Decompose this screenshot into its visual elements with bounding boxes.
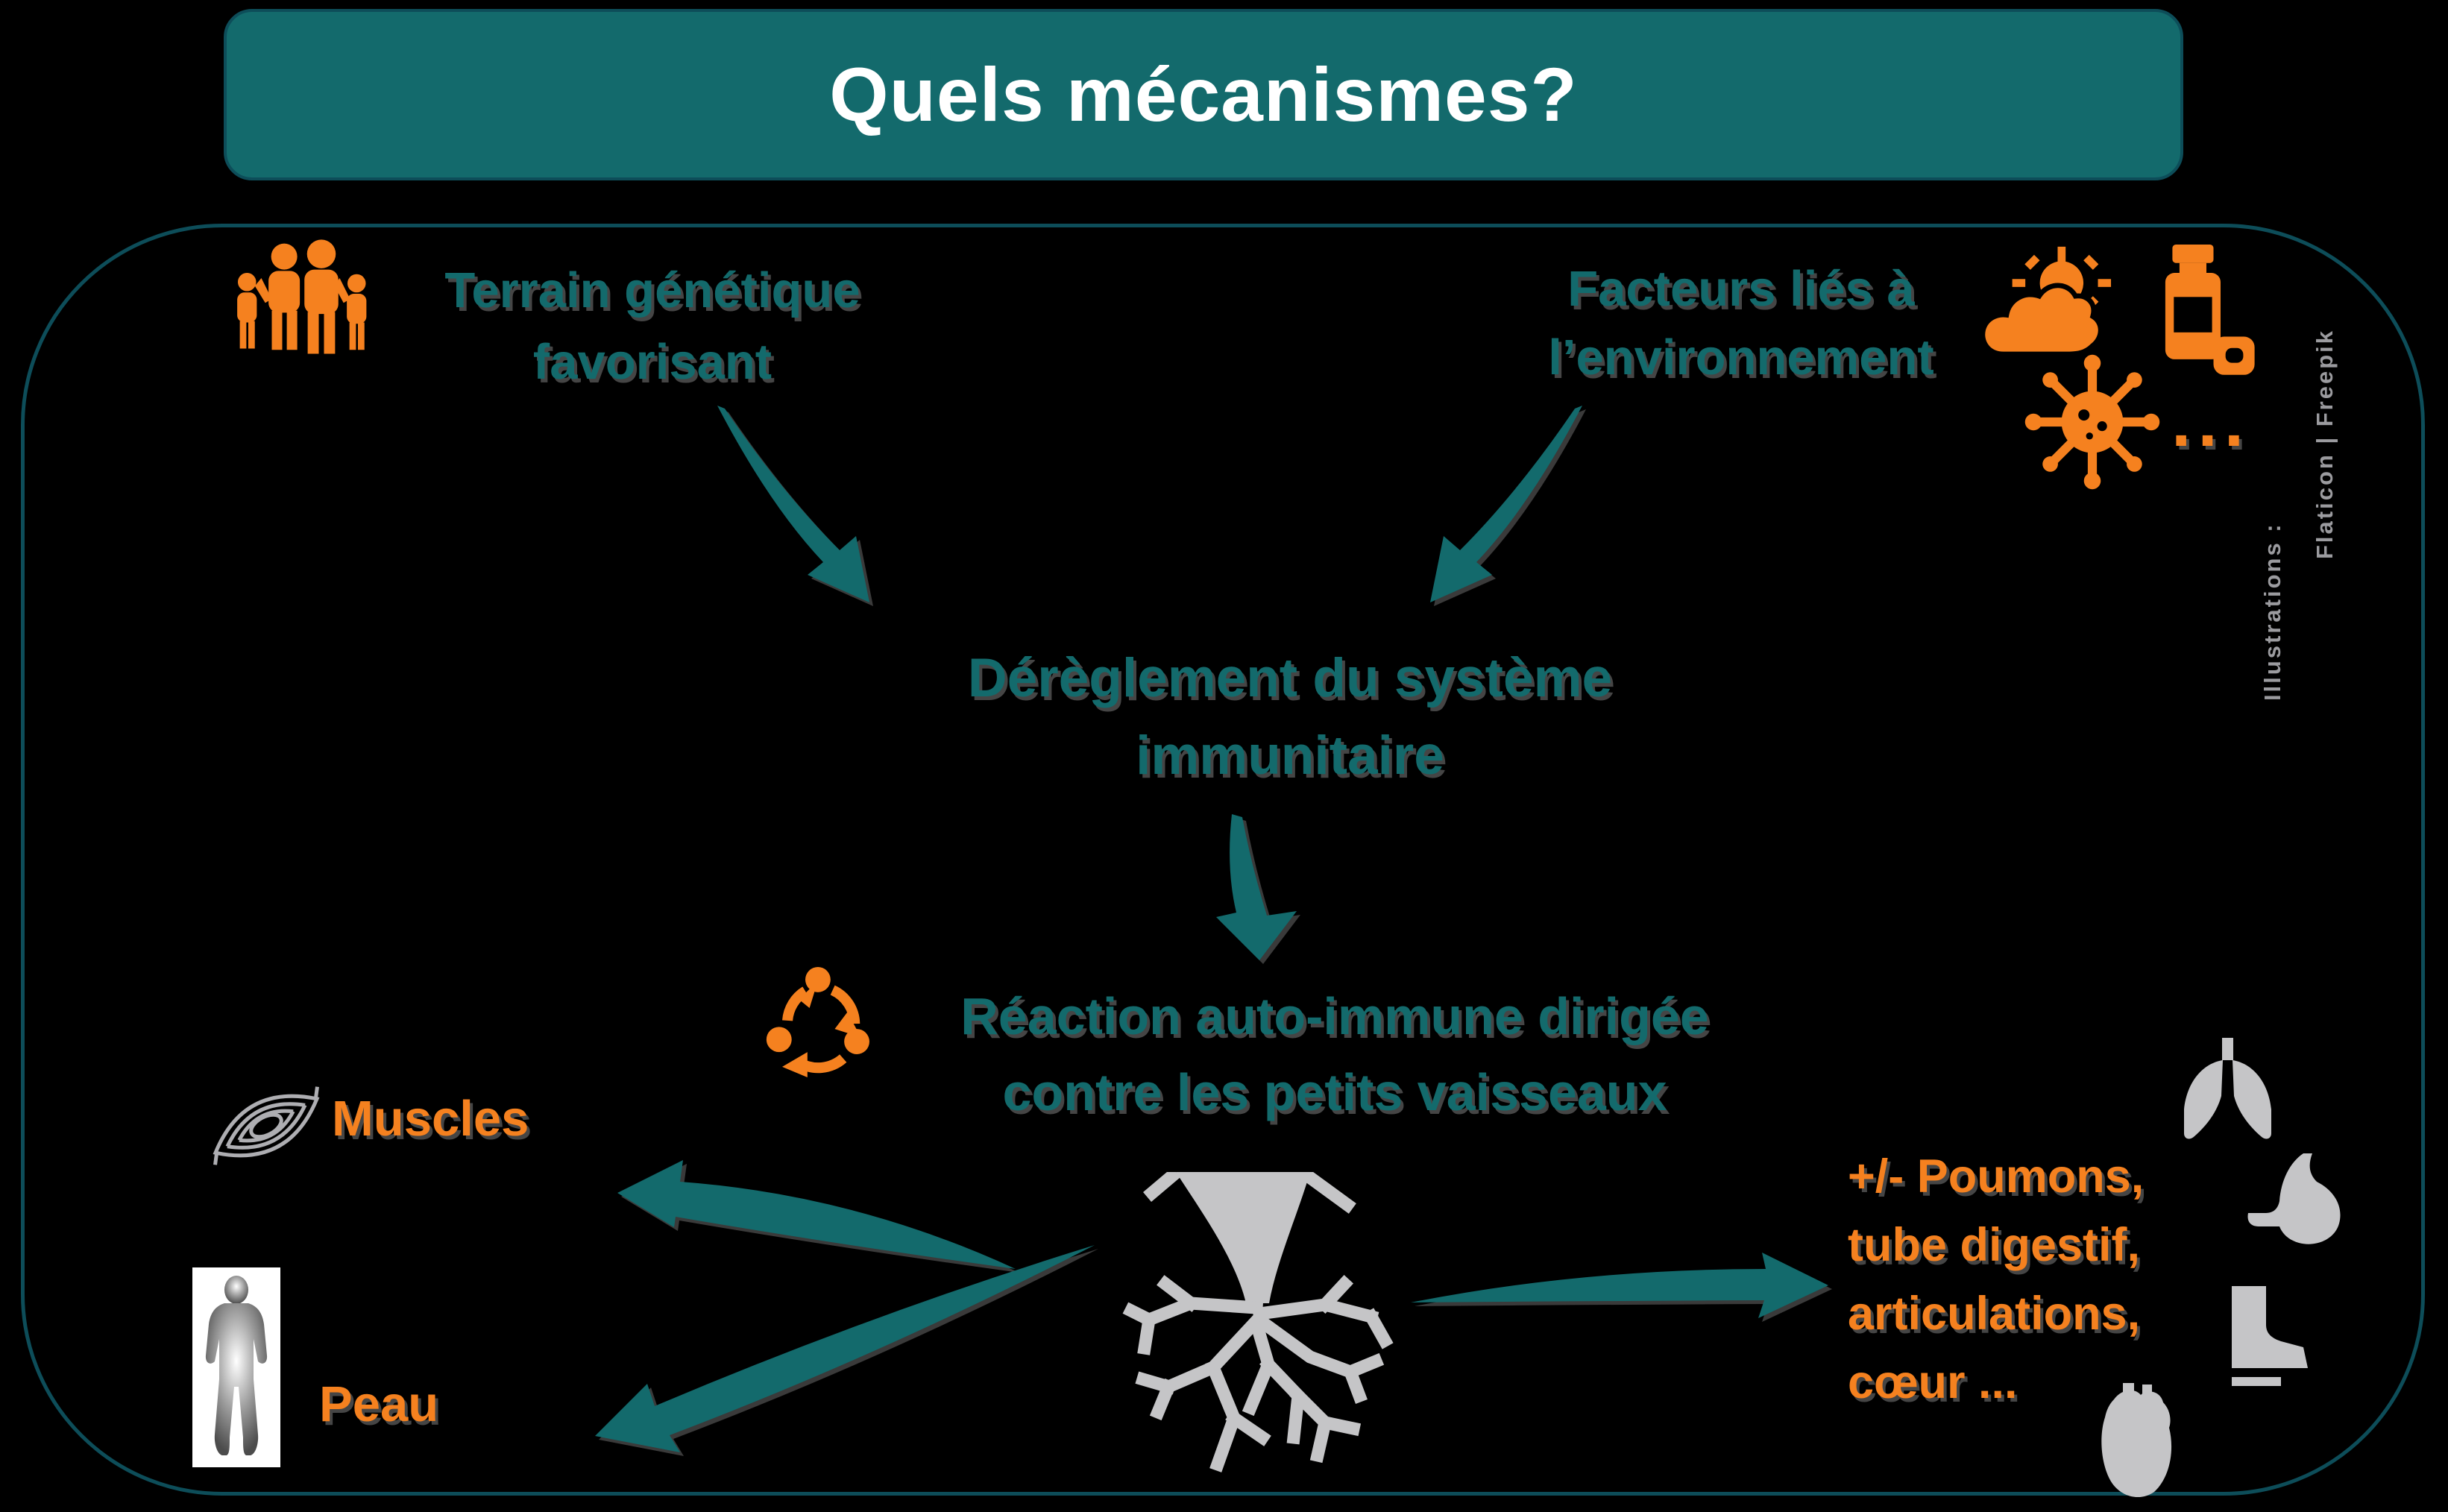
arrow-vessels-to-organs (1411, 1253, 1828, 1318)
other-organs-line1: +/- Poumons, (1848, 1150, 2145, 1203)
dysregulation-label-line2: immunitaire (1136, 725, 1444, 786)
muscles-label: Muscles (332, 1091, 529, 1147)
lungs-icon (2174, 1038, 2282, 1146)
autoimmune-reaction-line1: Réaction auto-immune dirigée (960, 987, 1709, 1045)
other-organs-line3: articulations, (1848, 1288, 2141, 1340)
muscle-icon (203, 1065, 330, 1188)
arrow-vessels-to-skin (595, 1245, 1095, 1452)
autoimmune-reaction-line2: contre les petits vaisseaux (1002, 1063, 1667, 1121)
environment-ellipsis: ... (2171, 382, 2251, 462)
medicine-bottle-icon (2142, 245, 2257, 386)
arrow-genetics-to-dysregulation (717, 406, 869, 602)
genetics-label-line1: Terrain génétique (444, 262, 860, 318)
sun-cloud-icon (1975, 245, 2112, 380)
environment-label: Facteurs liés à l’environnement (1495, 255, 1987, 392)
environment-label-line2: l’environnement (1548, 330, 1934, 385)
foot-joint-icon (2209, 1286, 2314, 1392)
stomach-icon (2241, 1152, 2353, 1249)
arrow-dysregulation-to-reaction (1216, 814, 1297, 960)
blood-vessels-icon (1122, 1172, 1398, 1478)
title-bar: Quels mécanismes? (224, 9, 2183, 180)
dysregulation-label: Dérèglement du système immunitaire (895, 640, 1685, 795)
virus-icon (2022, 352, 2162, 492)
other-organs-line2: tube digestif, (1848, 1219, 2140, 1271)
environment-label-line1: Facteurs liés à (1567, 261, 1915, 317)
arrow-vessels-to-muscles (617, 1160, 1016, 1269)
dysregulation-label-line1: Dérèglement du système (967, 648, 1613, 708)
autoimmune-cycle-icon (759, 963, 875, 1086)
other-organs-label: +/- Poumons, tube digestif, articulation… (1848, 1142, 2295, 1417)
genetics-label: Terrain génétique favorisant (388, 255, 917, 398)
skin-label: Peau (319, 1376, 439, 1432)
heart-icon (2092, 1383, 2177, 1502)
diagram-frame (21, 224, 2425, 1496)
human-body-icon (192, 1267, 280, 1467)
other-organs-line4: cœur ... (1848, 1356, 2018, 1408)
page-title: Quels mécanismes? (829, 51, 1578, 137)
credit-line-2: Flaticon | Freepik (2312, 328, 2338, 559)
credit-line-1: Illustrations : (2259, 522, 2285, 701)
arrow-environment-to-dysregulation (1430, 406, 1582, 602)
genetics-label-line2: favorisant (532, 334, 773, 390)
autoimmune-reaction-label: Réaction auto-immune dirigée contre les … (865, 978, 1804, 1130)
family-icon (222, 237, 379, 371)
